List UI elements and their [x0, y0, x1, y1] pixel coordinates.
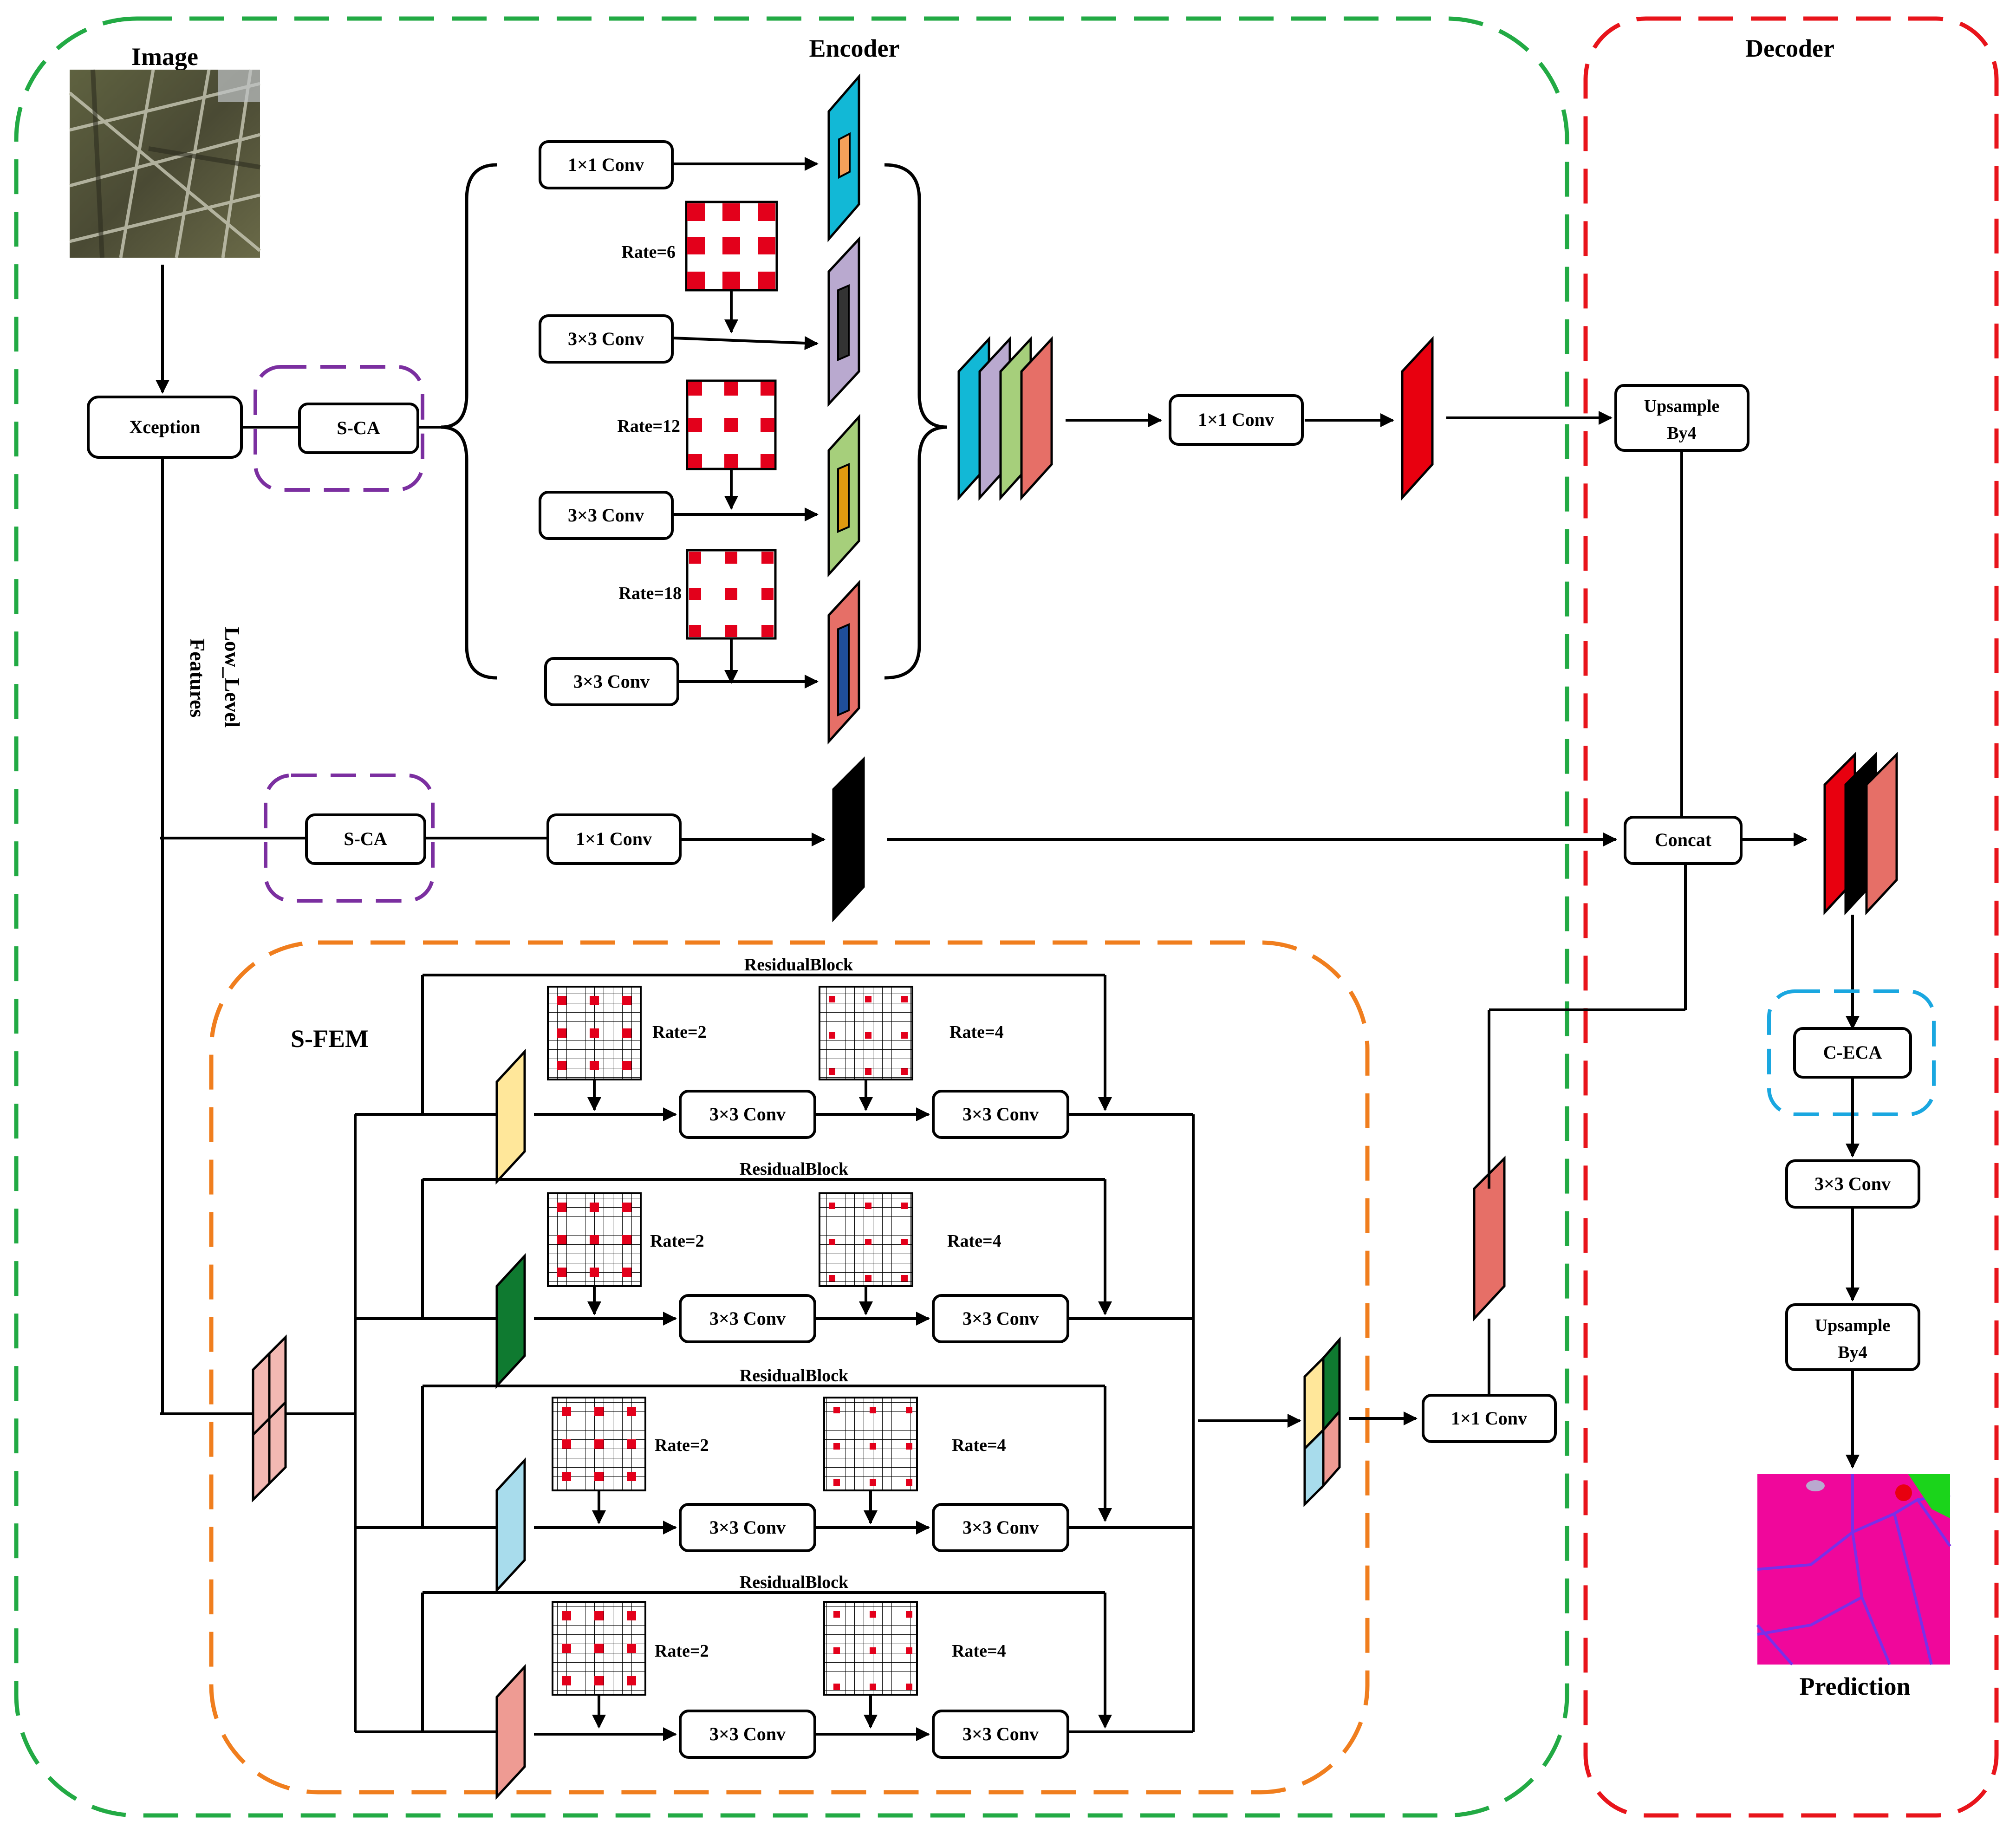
- residual-block-4-rate-a: Rate=2: [655, 1641, 709, 1661]
- aspp-conv4-label: 3×3 Conv: [573, 671, 650, 692]
- residual-block-4-conv-b-label: 3×3 Conv: [962, 1723, 1039, 1744]
- upsample2-label-line2: By4: [1838, 1343, 1867, 1362]
- aspp-feature-rate18: [827, 579, 860, 745]
- residual-block-2-conv-a-label: 3×3 Conv: [709, 1308, 786, 1329]
- sca-low-region: [264, 774, 435, 903]
- residual-block-1-conv-a-label: 3×3 Conv: [709, 1104, 786, 1125]
- aspp-conv2-label: 3×3 Conv: [568, 328, 644, 349]
- residual-block-4-title: ResidualBlock: [740, 1573, 849, 1592]
- concat-label: Concat: [1655, 829, 1712, 850]
- low-level-label-line2: Features: [186, 638, 209, 717]
- residual-block-4: ResidualBlock 3×3 Conv 3×3 Conv Rate=2 R…: [355, 1573, 1193, 1800]
- aspp-feature-rate12: [827, 414, 860, 578]
- residual-block-3-title: ResidualBlock: [740, 1366, 849, 1385]
- residual-block-1-conv-b-label: 3×3 Conv: [962, 1104, 1039, 1125]
- rate18-label: Rate=18: [618, 584, 682, 603]
- residual-block-2-rate-b: Rate=4: [947, 1231, 1001, 1251]
- enc-out-conv-label: 1×1 Conv: [1198, 409, 1274, 430]
- image-title: Image: [131, 43, 198, 71]
- sca-top-region: [254, 365, 424, 492]
- residual-block-1-feature: [495, 1048, 526, 1185]
- residual-block-2-rate-a: Rate=2: [650, 1231, 704, 1251]
- aspp-concat-stack: [957, 336, 1053, 501]
- aspp-right-brace: [884, 163, 948, 680]
- rate12-label: Rate=12: [617, 416, 680, 436]
- rate6-kernel-icon: [685, 201, 778, 292]
- sca-top-label: S-CA: [337, 417, 380, 438]
- ceca-label: C-ECA: [1823, 1042, 1882, 1063]
- residual-block-1-rate-b: Rate=4: [949, 1022, 1004, 1042]
- rate18-kernel-icon: [686, 549, 777, 640]
- residual-block-3: ResidualBlock 3×3 Conv 3×3 Conv Rate=2 R…: [355, 1366, 1193, 1593]
- residual-block-2-title: ResidualBlock: [740, 1159, 849, 1179]
- low-level-feature: [832, 756, 865, 923]
- dec-conv-label: 3×3 Conv: [1814, 1173, 1891, 1194]
- enc-out-conv-box: [1169, 394, 1304, 446]
- sfem-output-feature: [1303, 1336, 1341, 1508]
- aspp-left-brace: [441, 163, 497, 680]
- sfem-input-feature: [252, 1334, 287, 1503]
- encoder-region: [14, 16, 1569, 1818]
- aspp-conv1-box: [539, 140, 674, 189]
- rate12-kernel-icon: [686, 379, 777, 470]
- rate6-label: Rate=6: [621, 242, 676, 262]
- upsample1-label-line1: Upsample: [1644, 397, 1720, 416]
- residual-block-1-title: ResidualBlock: [744, 955, 853, 975]
- residual-block-4-rate-b: Rate=4: [952, 1641, 1006, 1661]
- residual-block-3-conv-b-label: 3×3 Conv: [962, 1517, 1039, 1538]
- decoder-title: Decoder: [1745, 34, 1834, 62]
- aspp-conv3-label: 3×3 Conv: [568, 505, 644, 526]
- aspp-conv2-box: [539, 314, 674, 364]
- residual-block-2: ResidualBlock 3×3 Conv 3×3 Conv Rate=2 R…: [355, 1159, 1193, 1389]
- sfem-title: S-FEM: [291, 1025, 369, 1053]
- decoder-concat-stack: [1823, 751, 1898, 916]
- low-conv-label: 1×1 Conv: [576, 828, 652, 849]
- residual-block-4-conv-b: [932, 1710, 1069, 1759]
- sca-low-label: S-CA: [344, 828, 387, 849]
- upsample2-label-line1: Upsample: [1815, 1316, 1891, 1335]
- residual-block-3-conv-a-label: 3×3 Conv: [709, 1517, 786, 1538]
- residual-block-1-rate-a: Rate=2: [652, 1022, 707, 1042]
- aspp-feature-rate6: [827, 236, 860, 407]
- sfem-result-feature: [1473, 1155, 1506, 1322]
- decoder-region: [1583, 16, 1999, 1818]
- residual-block-2-conv-b-label: 3×3 Conv: [962, 1308, 1039, 1329]
- prediction-title: Prediction: [1800, 1672, 1911, 1700]
- residual-block-3-rate-b: Rate=4: [952, 1436, 1006, 1455]
- enc-out-feature: [1401, 336, 1434, 501]
- aspp-feature-1x1: [827, 73, 860, 242]
- low-level-label-line1: Low_Level: [221, 627, 244, 728]
- input-image-icon: [68, 69, 261, 258]
- xception-label: Xception: [129, 416, 200, 437]
- aspp-conv1-label: 1×1 Conv: [568, 154, 644, 175]
- upsample1-label-line2: By4: [1667, 423, 1696, 443]
- prediction-image-icon: [1756, 1474, 1951, 1665]
- aspp-conv3-box: [539, 491, 674, 540]
- residual-block-2-feature: [495, 1253, 526, 1389]
- sfem-out-conv-label: 1×1 Conv: [1451, 1408, 1527, 1429]
- residual-block-3-rate-a: Rate=2: [655, 1436, 709, 1455]
- encoder-title: Encoder: [809, 34, 900, 62]
- residual-block-4-conv-a-label: 3×3 Conv: [709, 1723, 786, 1744]
- residual-block-4-feature: [495, 1664, 526, 1800]
- sfem-region: [209, 940, 1370, 1795]
- residual-block-3-feature: [495, 1457, 526, 1593]
- residual-block-1: ResidualBlock 3×3 Conv 3×3 Conv Rate=2 R…: [355, 955, 1193, 1185]
